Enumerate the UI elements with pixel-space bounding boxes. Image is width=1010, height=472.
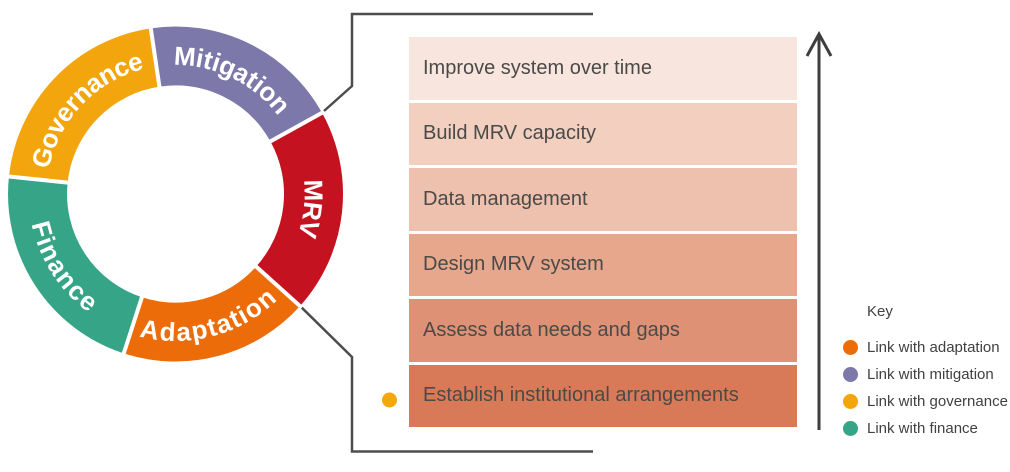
legend-item-label: Link with governance [867,393,1008,410]
adaptation-dot-icon [843,340,858,355]
bracket-bottom-line [300,306,593,453]
legend-item-adaptation: Link with adaptation [843,334,1008,361]
legend-item-mitigation: Link with mitigation [843,361,1008,388]
donut-segment-governance [8,28,161,184]
donut-segment-mrv [255,112,343,307]
governance-dot-icon [843,394,858,409]
step-establish-arrangements: Establish institutional arrangements [409,364,797,427]
mrv-steps-stack: Improve system over time Build MRV capac… [409,37,797,427]
step-improve-system: Improve system over time [409,37,797,100]
step-build-capacity: Build MRV capacity [409,102,797,165]
step-assess-needs: Assess data needs and gaps [409,299,797,362]
upward-arrow-icon [805,30,833,430]
legend-item-label: Link with mitigation [867,366,994,383]
step-data-management: Data management [409,168,797,231]
bracket-top-line [323,12,593,112]
legend-title: Key [867,303,893,320]
legend-item-governance: Link with governance [843,388,1008,415]
mitigation-dot-icon [843,367,858,382]
donut-segment-adaptation [123,265,301,362]
donut-segment-finance [8,176,143,354]
step-design-system: Design MRV system [409,233,797,296]
governance-link-dot [382,392,397,408]
legend-item-finance: Link with finance [843,415,1008,442]
legend: Key Link with adaptation Link with mitig… [843,303,1008,442]
donut-chart [8,26,343,362]
legend-item-label: Link with adaptation [867,339,1000,356]
donut-segment-mitigation [150,26,322,143]
finance-dot-icon [843,421,858,436]
legend-item-label: Link with finance [867,420,978,437]
segment-separators [6,25,326,357]
